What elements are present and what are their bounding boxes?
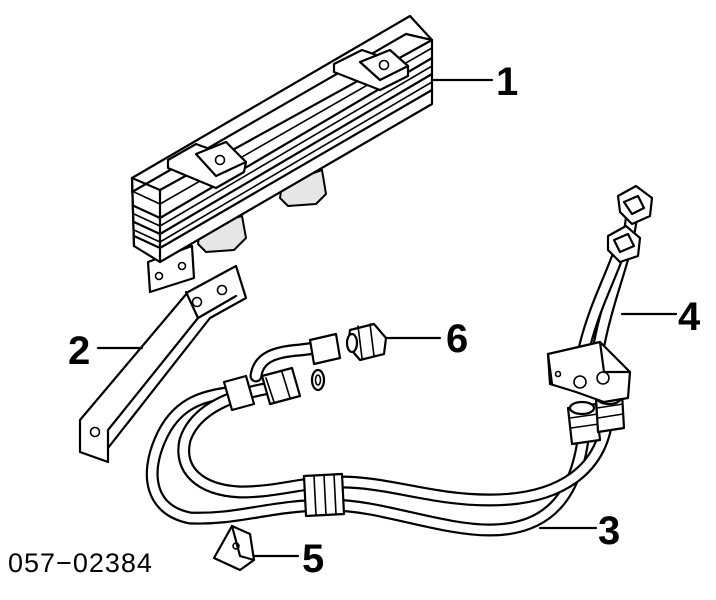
callout-5: 5 (302, 537, 324, 581)
bracket-icon (78, 264, 248, 464)
oil-cooler-icon (130, 14, 434, 294)
callout-6: 6 (446, 317, 468, 361)
leader-lines (96, 78, 678, 558)
callout-4: 4 (678, 295, 701, 339)
hose-assembly-icon (145, 332, 626, 537)
clip-icon (212, 524, 256, 572)
fitting-icon (345, 322, 388, 362)
callout-1: 1 (496, 60, 518, 104)
pipe-assembly-icon (546, 184, 654, 404)
callout-2: 2 (68, 329, 90, 373)
diagram-number: 057−02384 (8, 548, 153, 578)
callout-3: 3 (598, 509, 620, 553)
